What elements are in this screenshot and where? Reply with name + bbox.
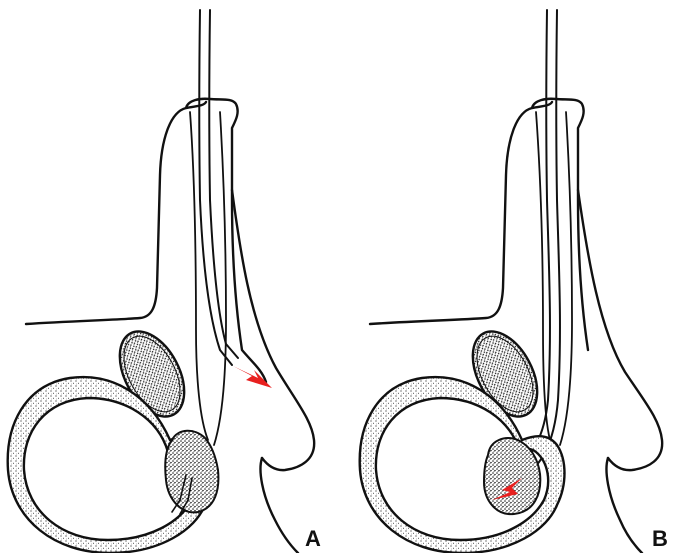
- panel-b: [360, 10, 662, 553]
- panel-label-a: A: [305, 528, 321, 550]
- right-contour-b: [578, 190, 662, 470]
- catheter-a: [199, 10, 232, 365]
- canal-b-2: [560, 112, 572, 445]
- labia-a: [261, 458, 298, 553]
- panel-a: [8, 10, 314, 553]
- panel-label-b: B: [652, 528, 668, 550]
- right-contour-a: [232, 190, 314, 470]
- fluid-a: [165, 431, 218, 513]
- arrow-a: [233, 366, 272, 388]
- labia-b: [607, 458, 643, 553]
- wall-line-a: [26, 102, 206, 324]
- wall-line-b: [370, 102, 552, 324]
